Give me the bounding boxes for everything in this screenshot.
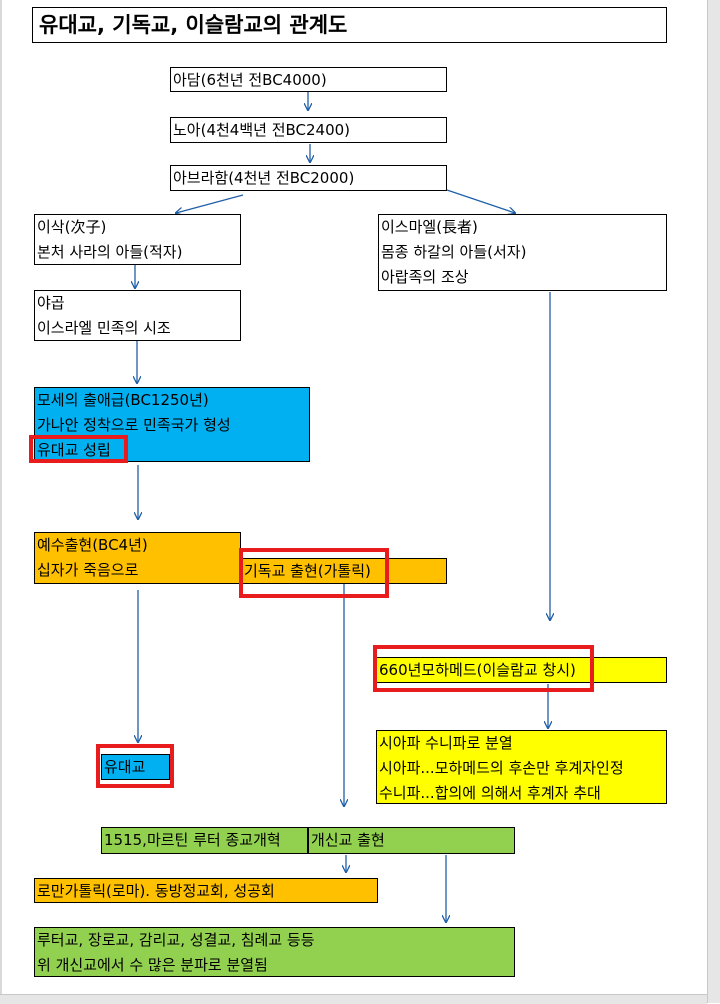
node-denominations: 루터교, 장로교, 감리교, 성결교, 침례교 등등 위 개신교에서 수 많은 … [34, 927, 515, 977]
node-christianity: 기독교 출현(가톨릭) [241, 558, 447, 584]
node-protestant: 개신교 출현 [308, 827, 515, 854]
node-jacob: 야곱 이스라엘 민족의 시조 [34, 290, 241, 341]
node-abraham-label: 아브라함(4천년 전BC2000) [173, 169, 355, 187]
node-denominations-line1: 루터교, 장로교, 감리교, 성결교, 침례교 등등 [37, 931, 315, 949]
diagram-title: 유대교, 기독교, 이슬람교의 관계도 [32, 7, 667, 43]
node-christianity-label: 기독교 출현(가톨릭) [244, 562, 371, 580]
arrow-abraham-ishmael [446, 189, 515, 213]
highlight-judaism-founding [29, 435, 128, 463]
node-denominations-line2: 위 개신교에서 수 많은 분파로 분열됨 [37, 956, 268, 974]
node-luther: 1515,마르틴 루터 종교개혁 [101, 827, 308, 854]
node-shia-sunni: 시아파 수니파로 분열 시아파...모하메드의 후손만 후계자인정 수니파...… [376, 730, 667, 804]
node-ishmael-line2: 몸종 하갈의 아들(서자) [381, 243, 527, 261]
node-jesus-line1: 예수출현(BC4년) [37, 536, 148, 554]
node-shia-sunni-line3: 수니파...합의에 의해서 후계자 추대 [379, 784, 601, 802]
node-jacob-line1: 야곱 [37, 294, 65, 312]
node-adam-label: 아담(6천년 전BC4000) [173, 71, 327, 89]
node-ishmael-line3: 아랍족의 조상 [381, 268, 469, 286]
node-isaac-line2: 본처 사라의 아들(적자) [37, 243, 183, 261]
node-moses: 모세의 출애급(BC1250년) 가나안 정착으로 민족국가 형성 유대교 성립 [34, 387, 310, 462]
window-left-edge [0, 0, 2, 1003]
node-moses-line2: 가나안 정착으로 민족국가 형성 [37, 416, 231, 434]
node-noah: 노아(4천4백년 전BC2400) [170, 117, 447, 143]
node-protestant-label: 개신교 출현 [311, 831, 385, 849]
node-shia-sunni-line1: 시아파 수니파로 분열 [379, 734, 513, 752]
node-catholic: 로만가톨릭(로마). 동방정교회, 성공회 [34, 878, 378, 903]
node-moses-line1: 모세의 출애급(BC1250년) [37, 391, 209, 409]
node-muhammad-label: 660년모하메드(이슬람교 창시) [379, 661, 576, 679]
node-adam: 아담(6천년 전BC4000) [170, 67, 447, 92]
node-judaism-label: 유대교 [104, 758, 146, 776]
window-bottom-edge [0, 994, 707, 1004]
highlight-christianity [239, 548, 389, 598]
node-ishmael: 이스마엘(長者) 몸종 하갈의 아들(서자) 아랍족의 조상 [378, 214, 667, 291]
node-ishmael-line1: 이스마엘(長者) [381, 218, 478, 236]
node-jesus-line2: 십자가 죽음으로 [37, 561, 139, 579]
node-moses-line3: 유대교 성립 [37, 441, 111, 459]
node-jacob-line2: 이스라엘 민족의 시조 [37, 319, 171, 337]
arrow-abraham-isaac [176, 194, 244, 213]
node-shia-sunni-line2: 시아파...모하메드의 후손만 후계자인정 [379, 759, 624, 777]
node-jesus: 예수출현(BC4년) 십자가 죽음으로 [34, 532, 241, 584]
node-abraham: 아브라함(4천년 전BC2000) [170, 165, 447, 191]
node-judaism: 유대교 [101, 754, 170, 780]
node-isaac-line1: 이삭(次子) [37, 218, 107, 236]
node-luther-label: 1515,마르틴 루터 종교개혁 [104, 831, 281, 849]
window-right-edge [707, 0, 720, 1003]
node-isaac: 이삭(次子) 본처 사라의 아들(적자) [34, 214, 241, 265]
highlight-judaism [96, 744, 174, 788]
highlight-islam-founding [373, 645, 594, 692]
node-noah-label: 노아(4천4백년 전BC2400) [173, 121, 351, 139]
node-catholic-label: 로만가톨릭(로마). 동방정교회, 성공회 [37, 882, 275, 900]
node-muhammad: 660년모하메드(이슬람교 창시) [376, 657, 667, 683]
